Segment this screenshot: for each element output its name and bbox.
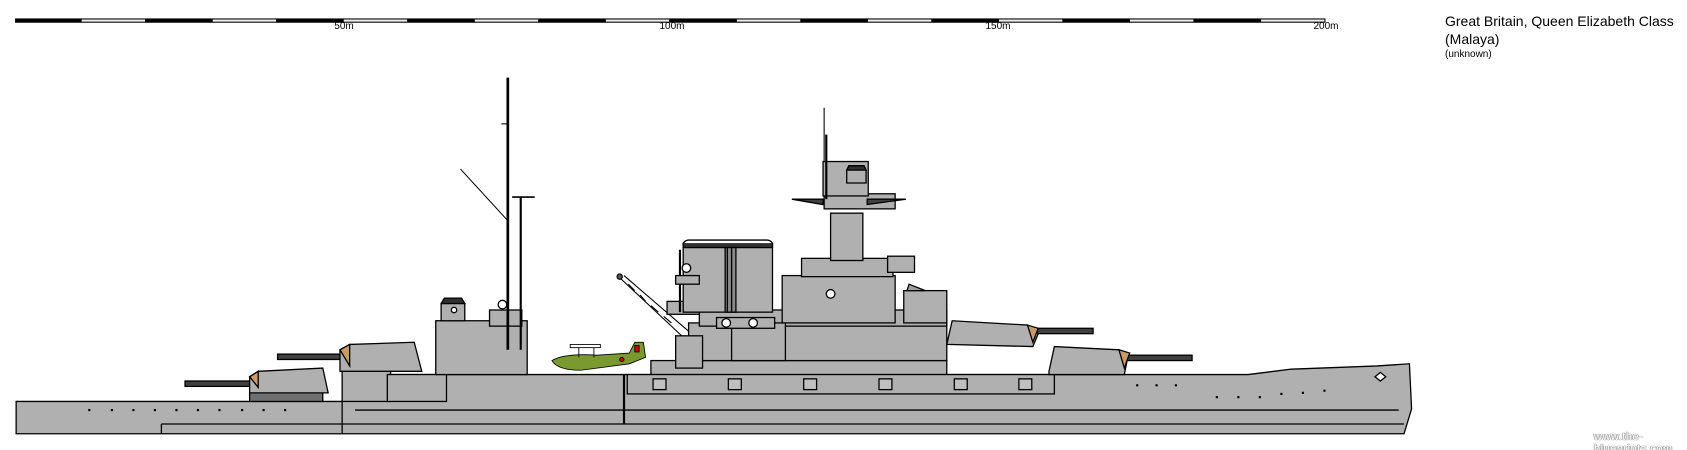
- scale-label-200m: 200m: [1313, 21, 1339, 32]
- turret-a: [1048, 345, 1193, 376]
- scale-label-150m: 150m: [985, 21, 1011, 32]
- seaplane: [551, 341, 647, 371]
- funnel: [675, 239, 774, 313]
- turret-y: [184, 367, 329, 403]
- scale-bar-segment: [998, 19, 1063, 22]
- ship-side-view: [15, 77, 1413, 435]
- ship-date: (unknown): [1445, 49, 1492, 60]
- scale-bar-segment: [736, 19, 801, 22]
- scale-bar-segment: [81, 19, 146, 22]
- scale-label-50m: 50m: [334, 21, 354, 32]
- hawse-pipe: [1373, 371, 1387, 382]
- turret-x: [276, 341, 423, 403]
- scale-bar-segment: [474, 19, 539, 22]
- scale-bar-segment: [212, 19, 277, 22]
- watermark: www.the-blueprints.com: [1594, 431, 1673, 450]
- scale-bar-segment: [343, 19, 408, 22]
- mainmast: [460, 77, 535, 350]
- scale-bar-segment: [867, 19, 932, 22]
- aircraft-crane: [616, 273, 695, 343]
- ship-name: (Malaya): [1445, 31, 1500, 47]
- secondary-battery-casemates: [626, 373, 1056, 395]
- bridge-tower: [781, 107, 916, 324]
- scale-bar-segment: [605, 19, 670, 22]
- ship-title: Great Britain, Queen Elizabeth Class: [1445, 13, 1674, 29]
- portholes: [88, 384, 1326, 412]
- aft-superstructure: [386, 297, 528, 403]
- turret-b: [903, 283, 1094, 348]
- scale-bar-base: [15, 18, 1326, 23]
- scale-label-100m: 100m: [659, 21, 685, 32]
- scale-bar-segment: [1130, 19, 1194, 22]
- scale-bar-segment: [1261, 19, 1325, 22]
- scale-bar: [15, 18, 1326, 23]
